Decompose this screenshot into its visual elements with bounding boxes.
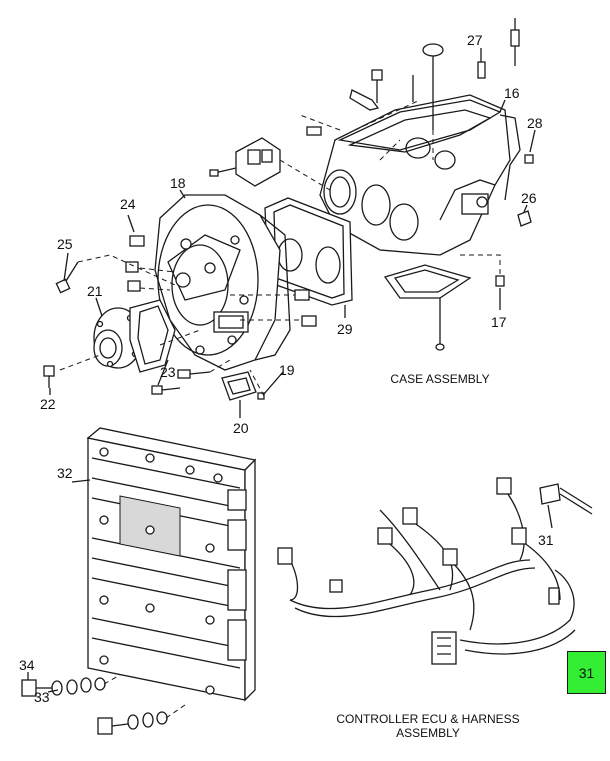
callout-28: 28 [527,115,543,131]
callout-27: 27 [467,32,483,48]
callout-18: 18 [170,175,186,191]
clutch-housing [154,194,291,371]
ecu-mounting-hardware [21,674,186,735]
case-top-hardware [306,18,534,227]
bottom-cover [383,254,505,351]
callout-21: 21 [87,283,103,299]
harness-bracket [539,483,593,515]
callout-26: 26 [521,190,537,206]
callout-23: 23 [160,364,176,380]
callout-33: 33 [34,689,50,705]
callout-31-highlighted[interactable]: 31 [567,651,606,694]
callout-17: 17 [491,314,507,330]
callout-19: 19 [279,362,295,378]
retainer-seal [59,299,201,373]
callout-22: 22 [40,396,56,412]
housing-bushings [125,235,317,327]
callout-16: 16 [504,85,520,101]
shift-cover-plate [209,137,331,191]
retainer-bolt [43,365,55,388]
callout-31-bracket: 31 [538,532,554,548]
wiring-harness [277,477,576,665]
transmission-case [299,94,521,256]
callout-25: 25 [57,236,73,252]
controller-caption-line2: ASSEMBLY [396,726,460,740]
housing-bolt [55,254,176,294]
leader-lines [27,48,553,693]
ecu-controller [86,427,257,702]
inspection-cover [221,371,257,401]
case-assembly-caption: CASE ASSEMBLY [390,372,490,386]
callout-29: 29 [337,321,353,337]
housing-fasteners [151,359,265,400]
controller-caption-line1: CONTROLLER ECU & HARNESS [336,712,520,726]
callout-20: 20 [233,420,249,436]
callout-34: 34 [19,657,35,673]
callout-32: 32 [57,465,73,481]
callout-24: 24 [120,196,136,212]
